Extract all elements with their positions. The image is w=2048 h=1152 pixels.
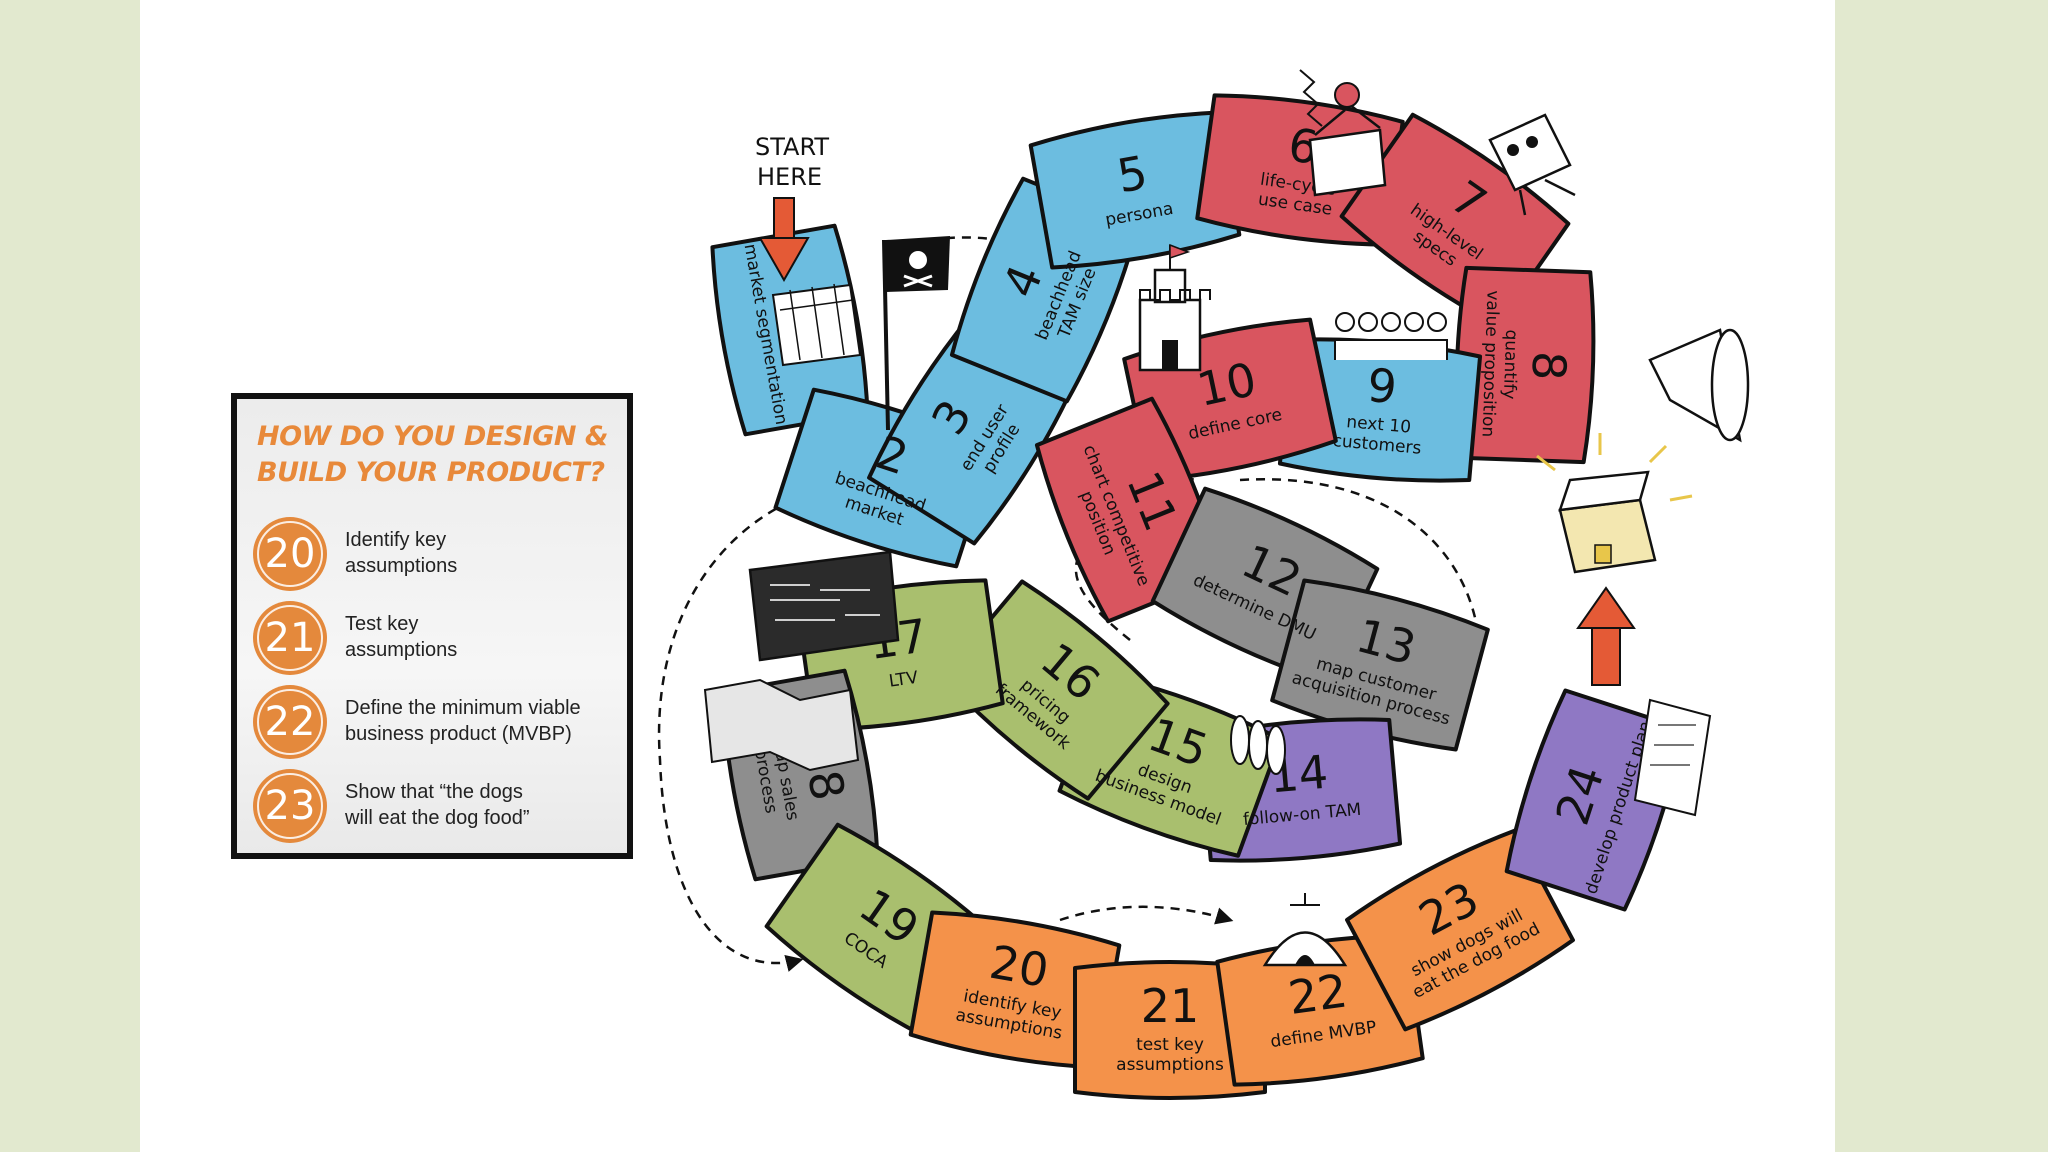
step-badge: 21 (253, 601, 327, 675)
step-number: 10 (1192, 352, 1260, 417)
step-label: quantify (1499, 329, 1521, 400)
step-label: LTV (888, 668, 920, 692)
legend-item-text: Identify key assumptions (345, 529, 458, 577)
step-badge: 22 (253, 685, 327, 759)
map-icon (703, 678, 860, 772)
legend-item-text: Test key assumptions (345, 613, 458, 661)
board-step-13 (1270, 578, 1490, 752)
igloo-icon (1262, 893, 1348, 967)
step-number: 20 (986, 935, 1053, 998)
crowd-icon (1334, 312, 1448, 360)
treasure-chest-icon (1536, 433, 1693, 574)
step-number: 22 (1285, 963, 1350, 1025)
legend-item-text: Define the minimum viable business produ… (345, 697, 581, 745)
legend-item: 21 Test key assumptions (253, 601, 633, 681)
pirate-flag-icon (882, 236, 950, 431)
board-step-16 (940, 579, 1170, 801)
step-number: 21 (1141, 979, 1200, 1033)
robot-icon (1488, 113, 1576, 216)
step-badge: 23 (253, 769, 327, 843)
legend-item-text: Show that “the dogs will eat the dog foo… (345, 781, 530, 829)
legend-item: 23 Show that “the dogs will eat the dog … (253, 769, 633, 849)
calendar-icon (771, 283, 862, 367)
board-step-5 (1028, 110, 1242, 270)
start-label: HERE (757, 163, 822, 191)
board-segments (710, 93, 1686, 1100)
start-here-marker: START HERE (755, 133, 829, 283)
board-step-21 (1073, 960, 1267, 1100)
legend-box: How do you design & build your product? … (231, 393, 633, 859)
legend-item: 20 Identify key assumptions (253, 517, 633, 597)
chalkboard-icon (748, 550, 900, 662)
legend-title: How do you design & build your product? (257, 421, 608, 488)
megaphone-icon (1648, 328, 1750, 443)
legend-item: 22 Define the minimum viable business pr… (253, 685, 633, 765)
step-label: test key (1136, 1035, 1204, 1055)
step-number: 8 (1521, 350, 1576, 381)
document-icon (1633, 698, 1712, 817)
goal-arrow-icon (1576, 586, 1636, 686)
bowling-pins-icon (1230, 715, 1286, 775)
castle-icon (1138, 243, 1211, 372)
step-badge: 20 (253, 517, 327, 591)
step-label: assumptions (1116, 1055, 1224, 1075)
start-label: START (755, 133, 829, 161)
gift-box-icon (1299, 69, 1387, 197)
board-step-23 (1345, 828, 1575, 1032)
step-number: 9 (1365, 358, 1399, 414)
